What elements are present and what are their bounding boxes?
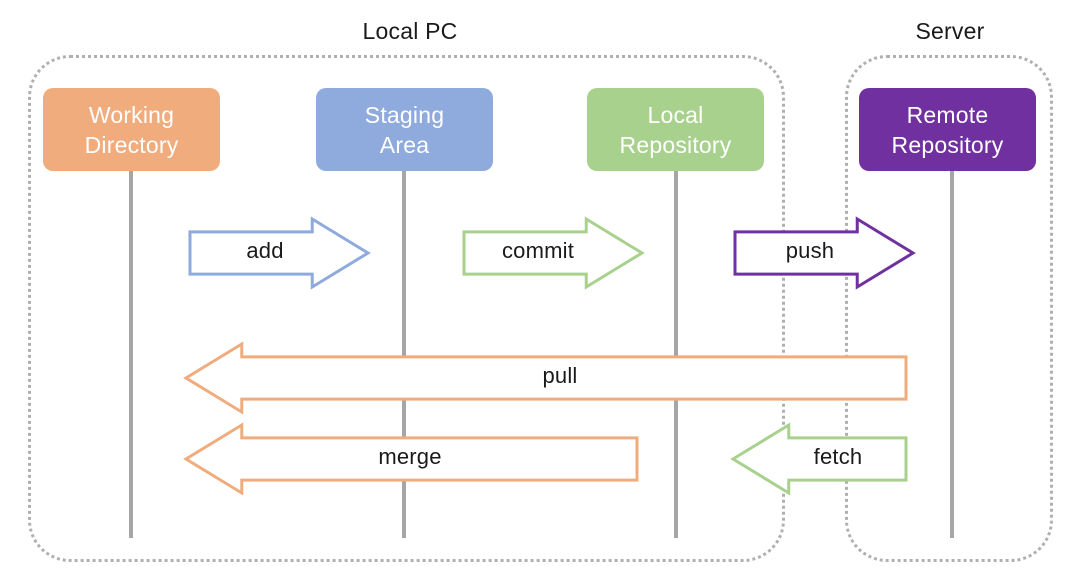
lifeline-working-directory [129, 171, 133, 538]
arrow-shape-fetch [730, 422, 908, 496]
arrow-shape-merge [183, 422, 639, 496]
arrow-label-commit: commit [501, 238, 575, 263]
lifeline-remote-repository [950, 171, 954, 538]
zone-title-local-pc: Local PC [362, 18, 458, 44]
arrow-label-add: add [246, 238, 284, 263]
node-working-directory[interactable]: Working Directory [43, 88, 220, 171]
arrow-shape-push [733, 216, 916, 290]
arrow-commit[interactable] [462, 216, 645, 290]
arrow-label-merge: merge [378, 444, 442, 469]
arrow-shape-commit [462, 216, 645, 290]
arrow-label-fetch: fetch [813, 444, 863, 469]
arrow-fetch[interactable] [730, 422, 908, 496]
arrow-add[interactable] [188, 216, 371, 290]
node-local-repository[interactable]: Local Repository [587, 88, 764, 171]
arrow-shape-add [188, 216, 371, 290]
arrow-merge[interactable] [183, 422, 639, 496]
zone-local-pc [28, 55, 785, 562]
arrow-push[interactable] [733, 216, 916, 290]
lifeline-local-repository [674, 171, 678, 538]
arrow-pull[interactable] [183, 341, 908, 415]
arrow-label-pull: pull [542, 363, 578, 388]
arrow-shape-pull [183, 341, 908, 415]
arrow-label-push: push [785, 238, 835, 263]
zone-server [845, 55, 1053, 562]
zone-title-server: Server [915, 18, 985, 44]
lifeline-staging-area [402, 171, 406, 538]
node-staging-area[interactable]: Staging Area [316, 88, 493, 171]
node-remote-repository[interactable]: Remote Repository [859, 88, 1036, 171]
